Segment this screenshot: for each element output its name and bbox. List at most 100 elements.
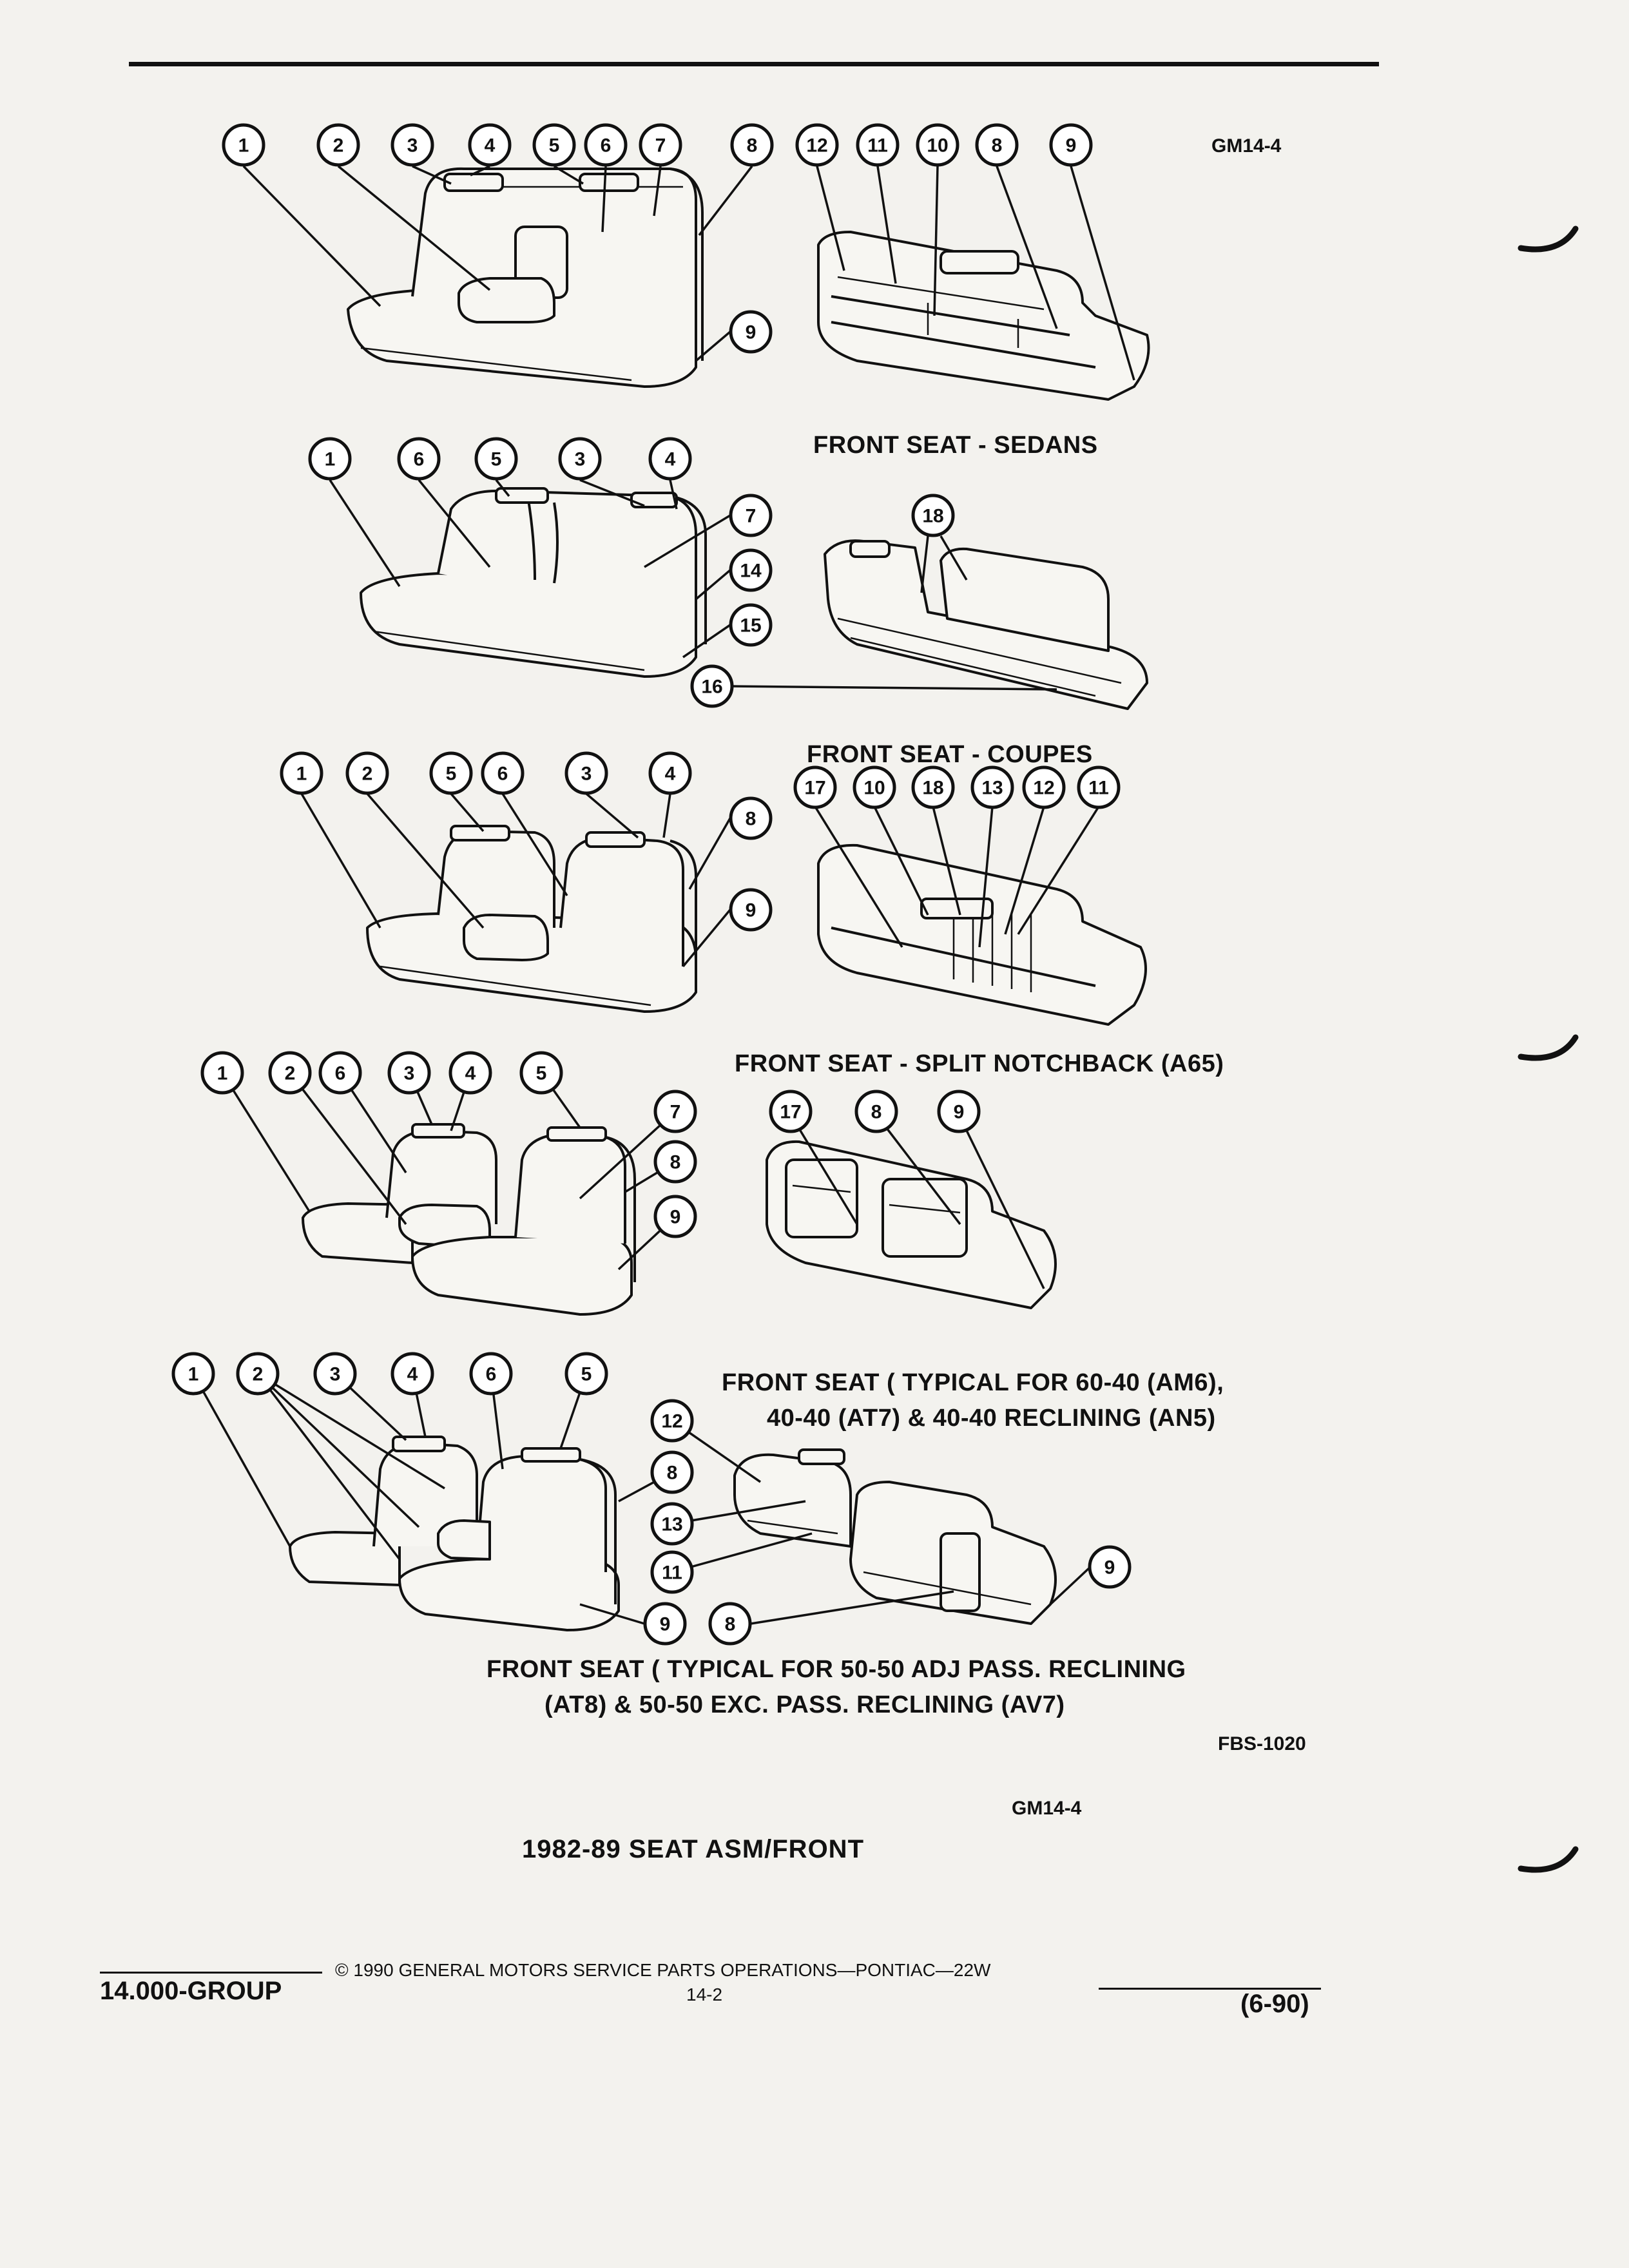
callouts-fifty-fifty-rear: 12 9 — [650, 1399, 1132, 1589]
callout-7: 7 — [653, 1090, 697, 1133]
svg-text:8: 8 — [667, 1463, 678, 1484]
svg-text:7: 7 — [746, 506, 757, 527]
callouts-sixty-forty-rear: 17 8 9 — [769, 1090, 981, 1133]
svg-text:13: 13 — [981, 778, 1003, 799]
caption-split-notchback: FRONT SEAT - SPLIT NOTCHBACK (A65) — [735, 1050, 1224, 1077]
callout-6: 6 — [481, 751, 525, 795]
callout-2: 2 — [268, 1051, 312, 1095]
leader-lines — [192, 165, 1135, 1625]
svg-text:12: 12 — [1033, 778, 1054, 799]
page-title: 1982-89 SEAT ASM/FRONT — [522, 1835, 865, 1863]
callout-3: 3 — [558, 437, 602, 481]
callout-4: 4 — [648, 437, 692, 481]
callout-12: 12 — [650, 1399, 694, 1443]
callout-14: 14 — [729, 548, 773, 592]
svg-text:2: 2 — [285, 1063, 296, 1084]
callout-8: 8 — [854, 1090, 898, 1133]
callout-1: 1 — [222, 123, 265, 167]
svg-text:11: 11 — [1088, 778, 1109, 799]
figure-code-bottom: GM14-4 — [1012, 1798, 1082, 1819]
svg-text:6: 6 — [601, 135, 612, 157]
caption-typical-5050-line2: (AT8) & 50-50 EXC. PASS. RECLINING (AV7) — [545, 1691, 1065, 1718]
callout-18: 18 — [911, 494, 955, 537]
svg-text:4: 4 — [407, 1364, 418, 1385]
callout-8: 8 — [729, 796, 773, 840]
svg-text:4: 4 — [665, 764, 676, 785]
svg-text:3: 3 — [404, 1063, 415, 1084]
callouts-sedan-rear: 12 11 10 8 9 — [795, 123, 1093, 167]
callout-16: 16 — [690, 664, 734, 708]
svg-text:7: 7 — [655, 135, 666, 157]
split-notchback-front-seat-drawing — [366, 825, 697, 1013]
callout-5: 5 — [474, 437, 518, 481]
svg-text:1: 1 — [296, 764, 307, 785]
svg-text:10: 10 — [927, 135, 948, 157]
caption-typical-6040-line2: 40-40 (AT7) & 40-40 RECLINING (AN5) — [767, 1405, 1216, 1432]
callout-9: 9 — [937, 1090, 981, 1133]
svg-text:9: 9 — [746, 322, 757, 343]
caption-sedans: FRONT SEAT - SEDANS — [813, 432, 1098, 459]
callouts-split-front: 1 2 5 6 3 4 8 9 — [280, 751, 773, 932]
figure-id: FBS-1020 — [1218, 1733, 1306, 1754]
footer-date: (6-90) — [1240, 1990, 1309, 2018]
callout-13: 13 — [650, 1502, 694, 1546]
svg-text:2: 2 — [253, 1364, 264, 1385]
sedan-rear-view-drawing — [817, 231, 1150, 401]
coupe-front-seat-drawing — [360, 487, 707, 678]
callouts-sedan-front: 1 2 3 4 5 6 7 8 9 — [222, 123, 774, 354]
svg-text:3: 3 — [407, 135, 418, 157]
svg-text:9: 9 — [670, 1207, 681, 1228]
svg-text:4: 4 — [485, 135, 496, 157]
svg-text:2: 2 — [333, 135, 344, 157]
margin-mark — [1518, 1846, 1579, 1873]
callouts-split-rear: 17 10 18 13 12 11 — [793, 765, 1121, 809]
callout-6: 6 — [469, 1352, 513, 1396]
callout-9: 9 — [653, 1195, 697, 1238]
footer-page-number: 14-2 — [686, 1984, 723, 2004]
svg-text:6: 6 — [486, 1364, 497, 1385]
callout-2: 2 — [345, 751, 389, 795]
svg-text:17: 17 — [780, 1102, 801, 1123]
figure-code-top: GM14-4 — [1211, 135, 1282, 157]
footer-copyright: © 1990 GENERAL MOTORS SERVICE PARTS OPER… — [335, 1960, 991, 1980]
footer-group: 14.000-GROUP — [100, 1977, 282, 2005]
caption-coupes: FRONT SEAT - COUPES — [807, 741, 1093, 768]
callout-18: 18 — [911, 765, 955, 809]
callout-11: 11 — [650, 1550, 694, 1594]
sedan-front-seat-drawing — [347, 167, 704, 388]
callout-8: 8 — [975, 123, 1019, 167]
svg-text:15: 15 — [740, 615, 761, 637]
callout-15: 15 — [729, 603, 773, 647]
svg-text:3: 3 — [575, 449, 586, 470]
callout-7: 7 — [639, 123, 682, 167]
svg-text:7: 7 — [670, 1102, 681, 1123]
margin-mark — [1518, 1034, 1579, 1061]
svg-text:18: 18 — [922, 778, 943, 799]
svg-text:12: 12 — [661, 1411, 682, 1432]
svg-text:5: 5 — [446, 764, 457, 785]
callout-10: 10 — [916, 123, 959, 167]
callout-1: 1 — [308, 437, 352, 481]
callout-9: 9 — [1088, 1545, 1132, 1589]
svg-text:9: 9 — [746, 900, 757, 921]
svg-text:18: 18 — [922, 506, 943, 527]
svg-text:5: 5 — [581, 1364, 592, 1385]
callout-10: 10 — [853, 765, 896, 809]
callout-3: 3 — [390, 123, 434, 167]
caption-typical-6040-line1: FRONT SEAT ( TYPICAL FOR 60-40 (AM6), — [722, 1369, 1224, 1396]
footer-rule-right — [1099, 1988, 1321, 1990]
caption-typical-5050-line1: FRONT SEAT ( TYPICAL FOR 50-50 ADJ PASS.… — [487, 1656, 1186, 1683]
svg-text:13: 13 — [661, 1514, 682, 1535]
callout-9: 9 — [1049, 123, 1093, 167]
callout-9: 9 — [729, 888, 773, 932]
callout-5: 5 — [532, 123, 576, 167]
callout-13: 13 — [970, 765, 1014, 809]
callout-11: 11 — [856, 123, 900, 167]
svg-text:6: 6 — [414, 449, 425, 470]
sixty-forty-rear-view-drawing — [766, 1140, 1057, 1309]
split-notchback-rear-view-drawing — [817, 843, 1147, 1026]
svg-text:3: 3 — [330, 1364, 341, 1385]
callout-1: 1 — [171, 1352, 215, 1396]
svg-text:5: 5 — [536, 1063, 547, 1084]
